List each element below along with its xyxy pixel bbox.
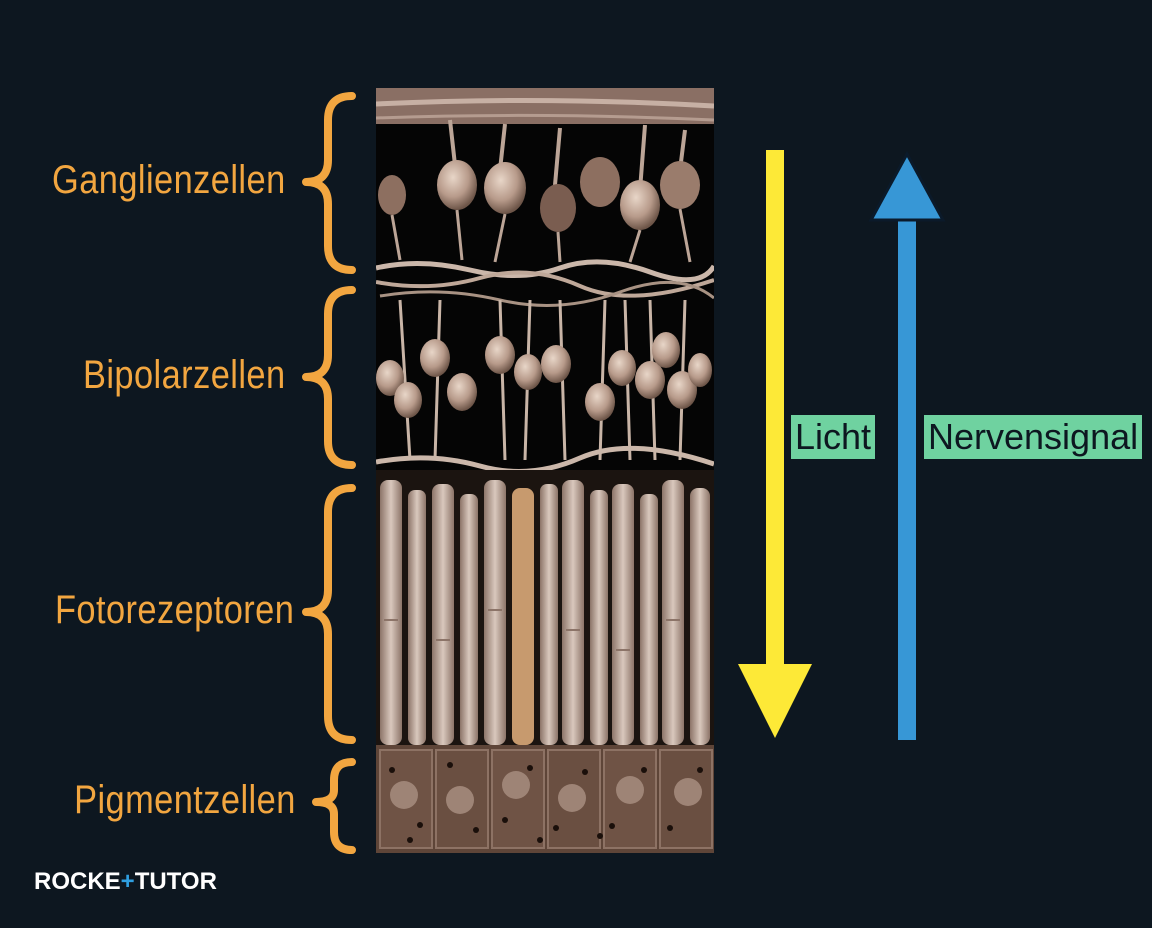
photoreceptor-cells [376,470,714,745]
bipolar-cells [376,299,714,474]
signal-arrow-label: Nervensignal [924,415,1143,459]
label-pigmentzellen: Pigmentzellen [74,778,296,822]
brace-fotorezeptoren [302,484,356,744]
rocketutor-logo: ROCKE+TUTOR [34,868,217,896]
brace-bipolarzellen [302,286,356,469]
label-ganglienzellen: Ganglienzellen [52,158,286,202]
logo-text-right: TUTOR [134,868,217,895]
signal-arrow [868,150,946,740]
logo-text-left: ROCKE [34,868,121,895]
light-arrow-label: Licht [791,415,876,459]
retina-micrograph [376,88,714,853]
light-arrow [738,150,812,738]
label-bipolarzellen: Bipolarzellen [83,353,286,397]
logo-plus: + [120,868,135,895]
pigment-cells [376,745,714,853]
brace-pigmentzellen [312,758,356,854]
brace-ganglienzellen [302,92,356,274]
label-fotorezeptoren: Fotorezeptoren [54,588,294,632]
ganglion-cells [378,119,700,263]
inner-plexiform-layer [376,259,714,307]
